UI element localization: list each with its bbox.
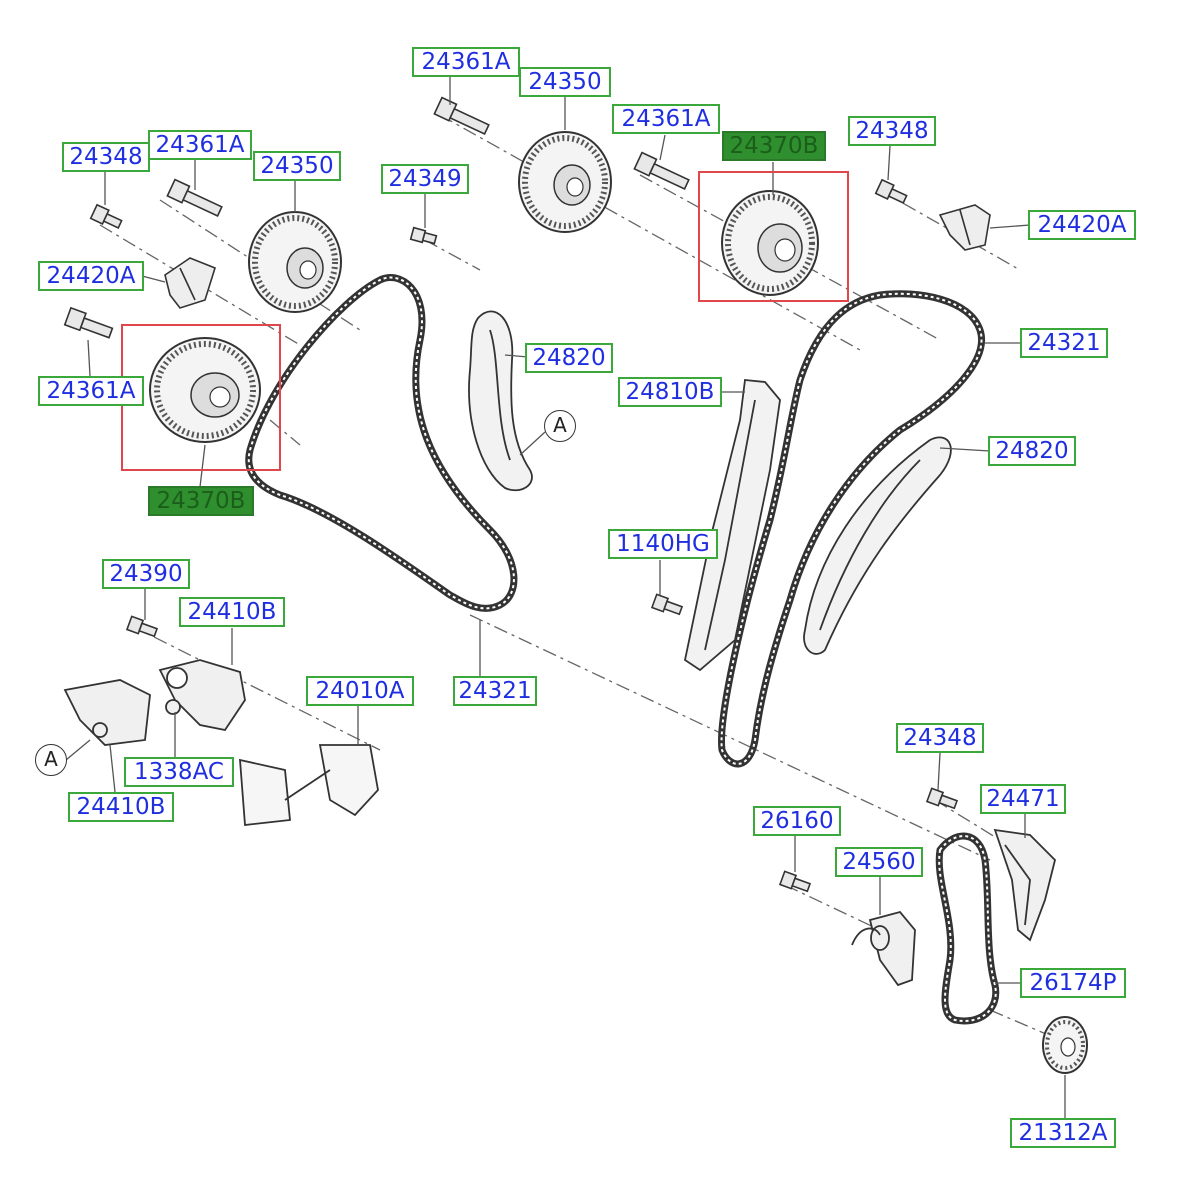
part-label-24560[interactable]: 24560 xyxy=(835,847,923,877)
leader-lines xyxy=(65,77,1066,1120)
part-label-24420A[interactable]: 24420A xyxy=(1028,210,1136,240)
part-label-24349[interactable]: 24349 xyxy=(381,164,469,194)
highlight-box-24370B-left xyxy=(121,324,281,471)
part-label-24361A[interactable]: 24361A xyxy=(148,130,252,160)
tensioner-24410B xyxy=(63,659,246,746)
part-label-1338AC[interactable]: 1338AC xyxy=(124,757,234,787)
part-label-24010A[interactable]: 24010A xyxy=(306,676,414,706)
guide-24820-right xyxy=(803,436,952,655)
highlight-box-24370B-right xyxy=(698,171,849,302)
center-lines xyxy=(99,114,1061,1041)
bracket-24420A-left xyxy=(164,257,216,309)
guide-24810B xyxy=(683,379,781,672)
sprocket-24370B-right xyxy=(721,190,819,296)
reference-marker-a-center: A xyxy=(544,410,576,442)
part-label-24370B-highlighted[interactable]: 24370B xyxy=(148,486,254,516)
guide-24820-center xyxy=(468,310,533,492)
part-label-24321[interactable]: 24321 xyxy=(453,676,537,706)
part-label-24820[interactable]: 24820 xyxy=(988,436,1076,466)
part-label-26160[interactable]: 26160 xyxy=(753,806,841,836)
part-label-24390[interactable]: 24390 xyxy=(102,559,190,589)
oil-pump-chain xyxy=(935,832,1000,1025)
part-label-24420A[interactable]: 24420A xyxy=(38,261,144,291)
tensioner-24560 xyxy=(851,910,916,987)
part-label-24350[interactable]: 24350 xyxy=(253,151,341,181)
sprocket-24350-top xyxy=(518,131,612,233)
crank-sprocket-21312A xyxy=(1042,1016,1088,1074)
part-label-24361A[interactable]: 24361A xyxy=(612,104,720,134)
part-label-24410B[interactable]: 24410B xyxy=(68,792,174,822)
bracket-24420A-right xyxy=(938,204,991,251)
gasket-24010A xyxy=(239,744,379,826)
part-label-24820[interactable]: 24820 xyxy=(525,343,613,373)
part-label-24471[interactable]: 24471 xyxy=(980,784,1066,814)
bolts xyxy=(63,96,959,893)
part-label-24350[interactable]: 24350 xyxy=(519,67,611,97)
part-label-1140HG[interactable]: 1140HG xyxy=(608,529,718,559)
part-label-24810B[interactable]: 24810B xyxy=(618,377,722,407)
sprocket-24350-left xyxy=(248,211,342,313)
part-label-24348[interactable]: 24348 xyxy=(848,116,936,146)
part-label-24410B[interactable]: 24410B xyxy=(179,597,285,627)
part-label-24321[interactable]: 24321 xyxy=(1020,328,1108,358)
part-label-24348[interactable]: 24348 xyxy=(896,723,984,753)
part-label-26174P[interactable]: 26174P xyxy=(1020,968,1126,998)
part-label-24361A[interactable]: 24361A xyxy=(38,376,144,406)
part-label-24370B-highlighted[interactable]: 24370B xyxy=(722,131,826,161)
part-label-24361A[interactable]: 24361A xyxy=(412,47,520,77)
part-label-24348[interactable]: 24348 xyxy=(62,142,150,172)
part-label-21312A[interactable]: 21312A xyxy=(1010,1118,1116,1148)
sprocket-24370B-left xyxy=(149,337,261,443)
reference-marker-a-left: A xyxy=(35,744,67,776)
guide-24471 xyxy=(993,828,1056,942)
